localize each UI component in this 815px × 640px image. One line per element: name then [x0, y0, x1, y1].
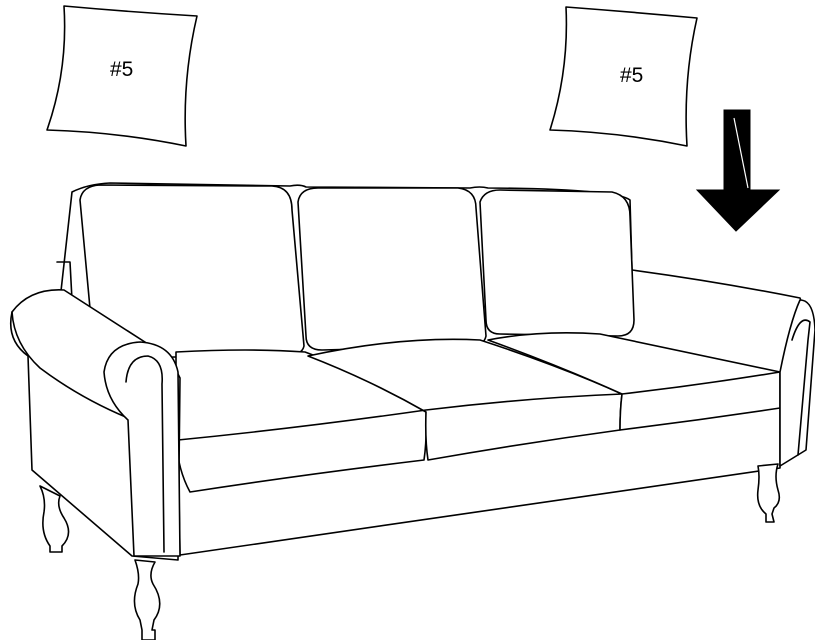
leg-front-left	[134, 560, 159, 640]
pillow-left-label: #5	[110, 58, 133, 81]
down-arrow-icon	[697, 110, 779, 231]
pillow-right-label: #5	[620, 64, 643, 87]
back-cushion-right	[480, 190, 634, 336]
leg-right	[758, 464, 780, 522]
pillow-left: #5	[47, 6, 197, 146]
sofa	[11, 183, 815, 640]
pillow-right: #5	[550, 7, 697, 146]
back-cushion-middle	[298, 188, 486, 350]
